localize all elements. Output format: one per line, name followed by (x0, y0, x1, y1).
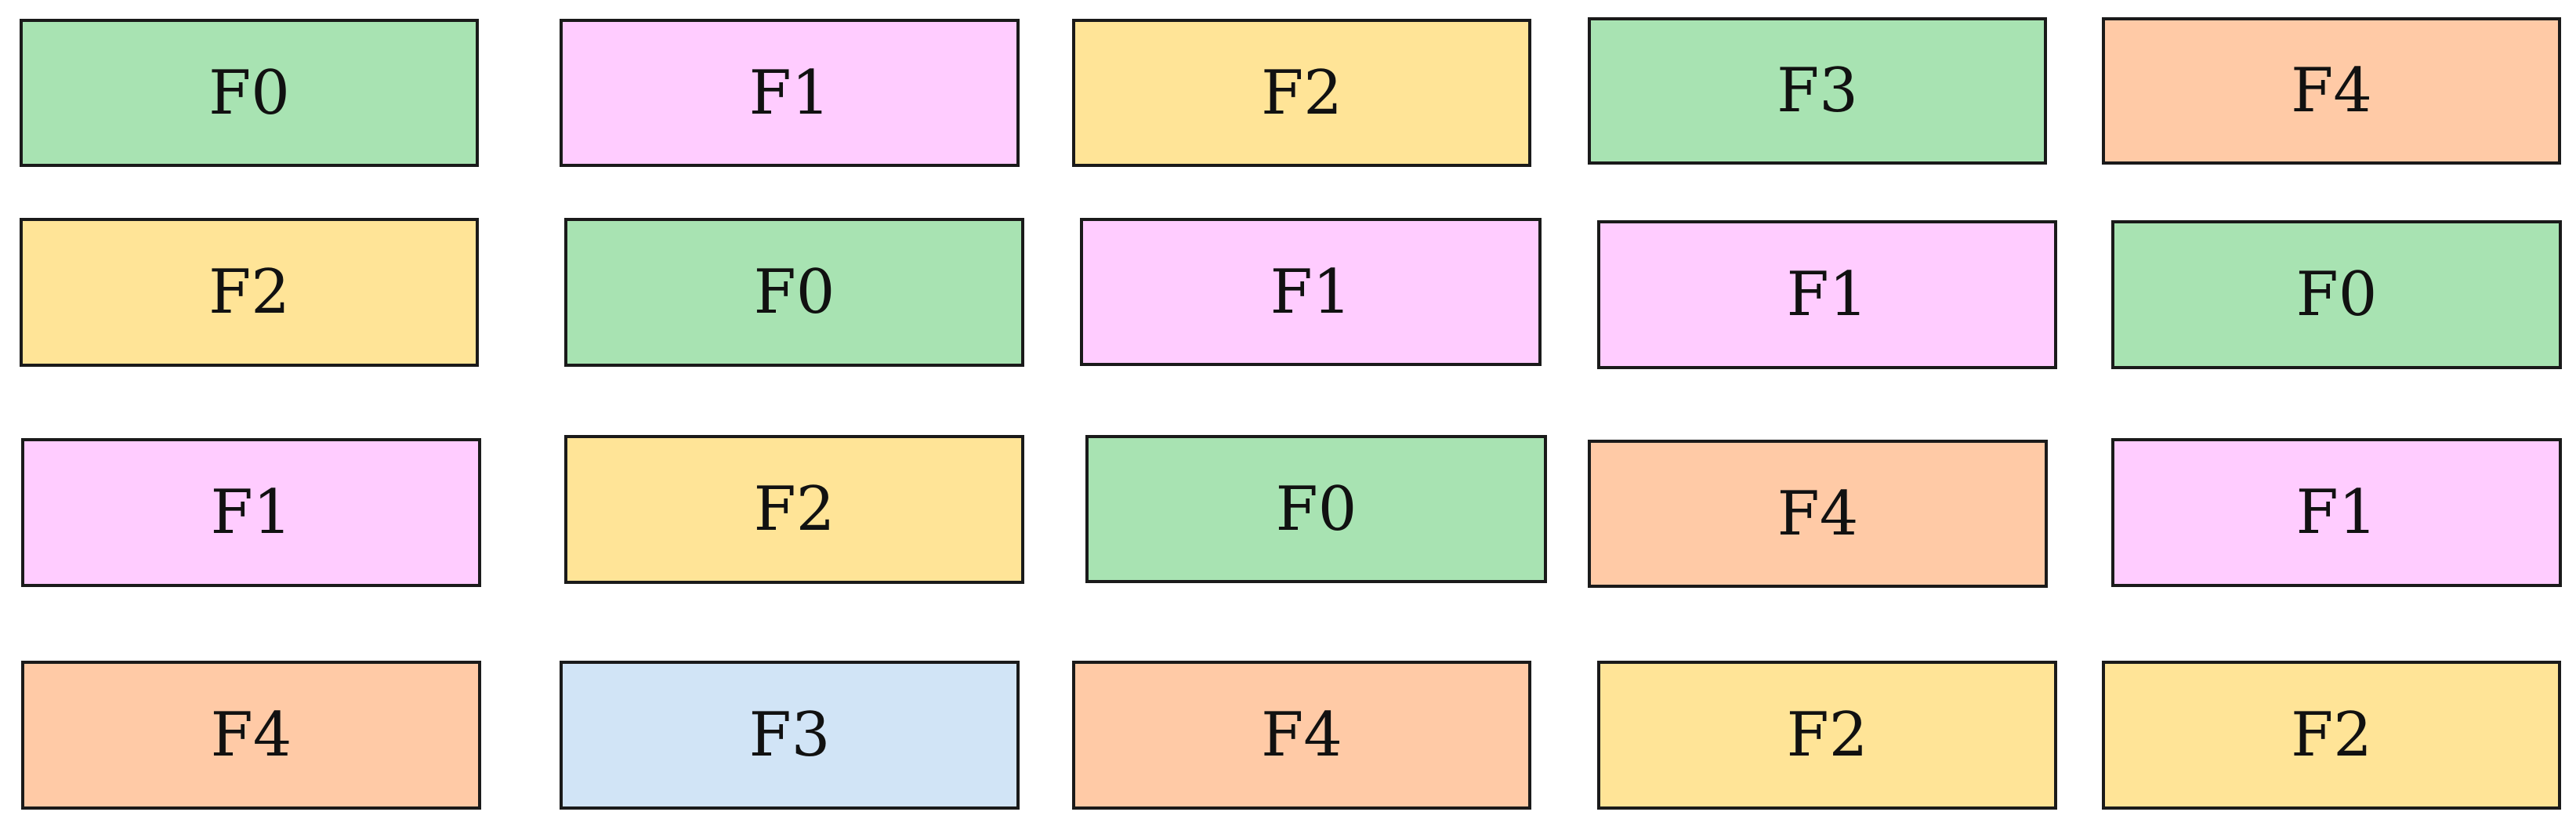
block-label: F2 (1261, 57, 1342, 129)
block-label: F2 (1786, 700, 1868, 770)
block-r0-c1: F1 (560, 19, 1020, 167)
block-label: F2 (2291, 700, 2372, 770)
block-r0-c4: F4 (2102, 17, 2561, 165)
block-r0-c3: F3 (1588, 17, 2047, 165)
block-r0-c2: F2 (1072, 19, 1531, 167)
block-label: F0 (1275, 473, 1357, 545)
block-r1-c2: F1 (1080, 218, 1542, 366)
block-r2-c1: F2 (564, 435, 1024, 584)
block-label: F2 (208, 257, 290, 328)
block-r3-c4: F2 (2102, 661, 2561, 810)
block-r3-c3: F2 (1597, 661, 2057, 810)
block-r2-c4: F1 (2111, 438, 2562, 587)
block-label: F3 (1777, 56, 1858, 126)
block-r1-c3: F1 (1597, 220, 2057, 369)
block-label: F1 (2295, 477, 2378, 548)
block-label: F0 (2295, 259, 2378, 330)
block-label: F4 (1777, 478, 1859, 549)
block-r3-c1: F3 (560, 661, 1020, 810)
block-r2-c2: F0 (1085, 435, 1547, 583)
block-r1-c1: F0 (564, 218, 1024, 367)
block-r3-c2: F4 (1072, 661, 1531, 810)
block-label: F0 (753, 257, 835, 328)
block-label: F4 (210, 700, 292, 770)
block-label: F4 (1261, 700, 1342, 770)
block-r1-c0: F2 (20, 218, 479, 367)
block-r1-c4: F0 (2111, 220, 2562, 369)
block-label: F0 (208, 57, 290, 129)
block-r3-c0: F4 (21, 661, 481, 810)
block-r2-c3: F4 (1588, 440, 2048, 588)
block-label: F3 (748, 700, 831, 770)
block-label: F1 (1270, 256, 1352, 328)
block-label: F4 (2291, 56, 2372, 126)
block-r2-c0: F1 (21, 438, 481, 587)
block-label: F1 (1786, 259, 1868, 330)
block-label: F1 (210, 477, 292, 548)
block-label: F1 (748, 57, 831, 129)
block-label: F2 (753, 474, 835, 545)
block-r0-c0: F0 (20, 19, 479, 167)
